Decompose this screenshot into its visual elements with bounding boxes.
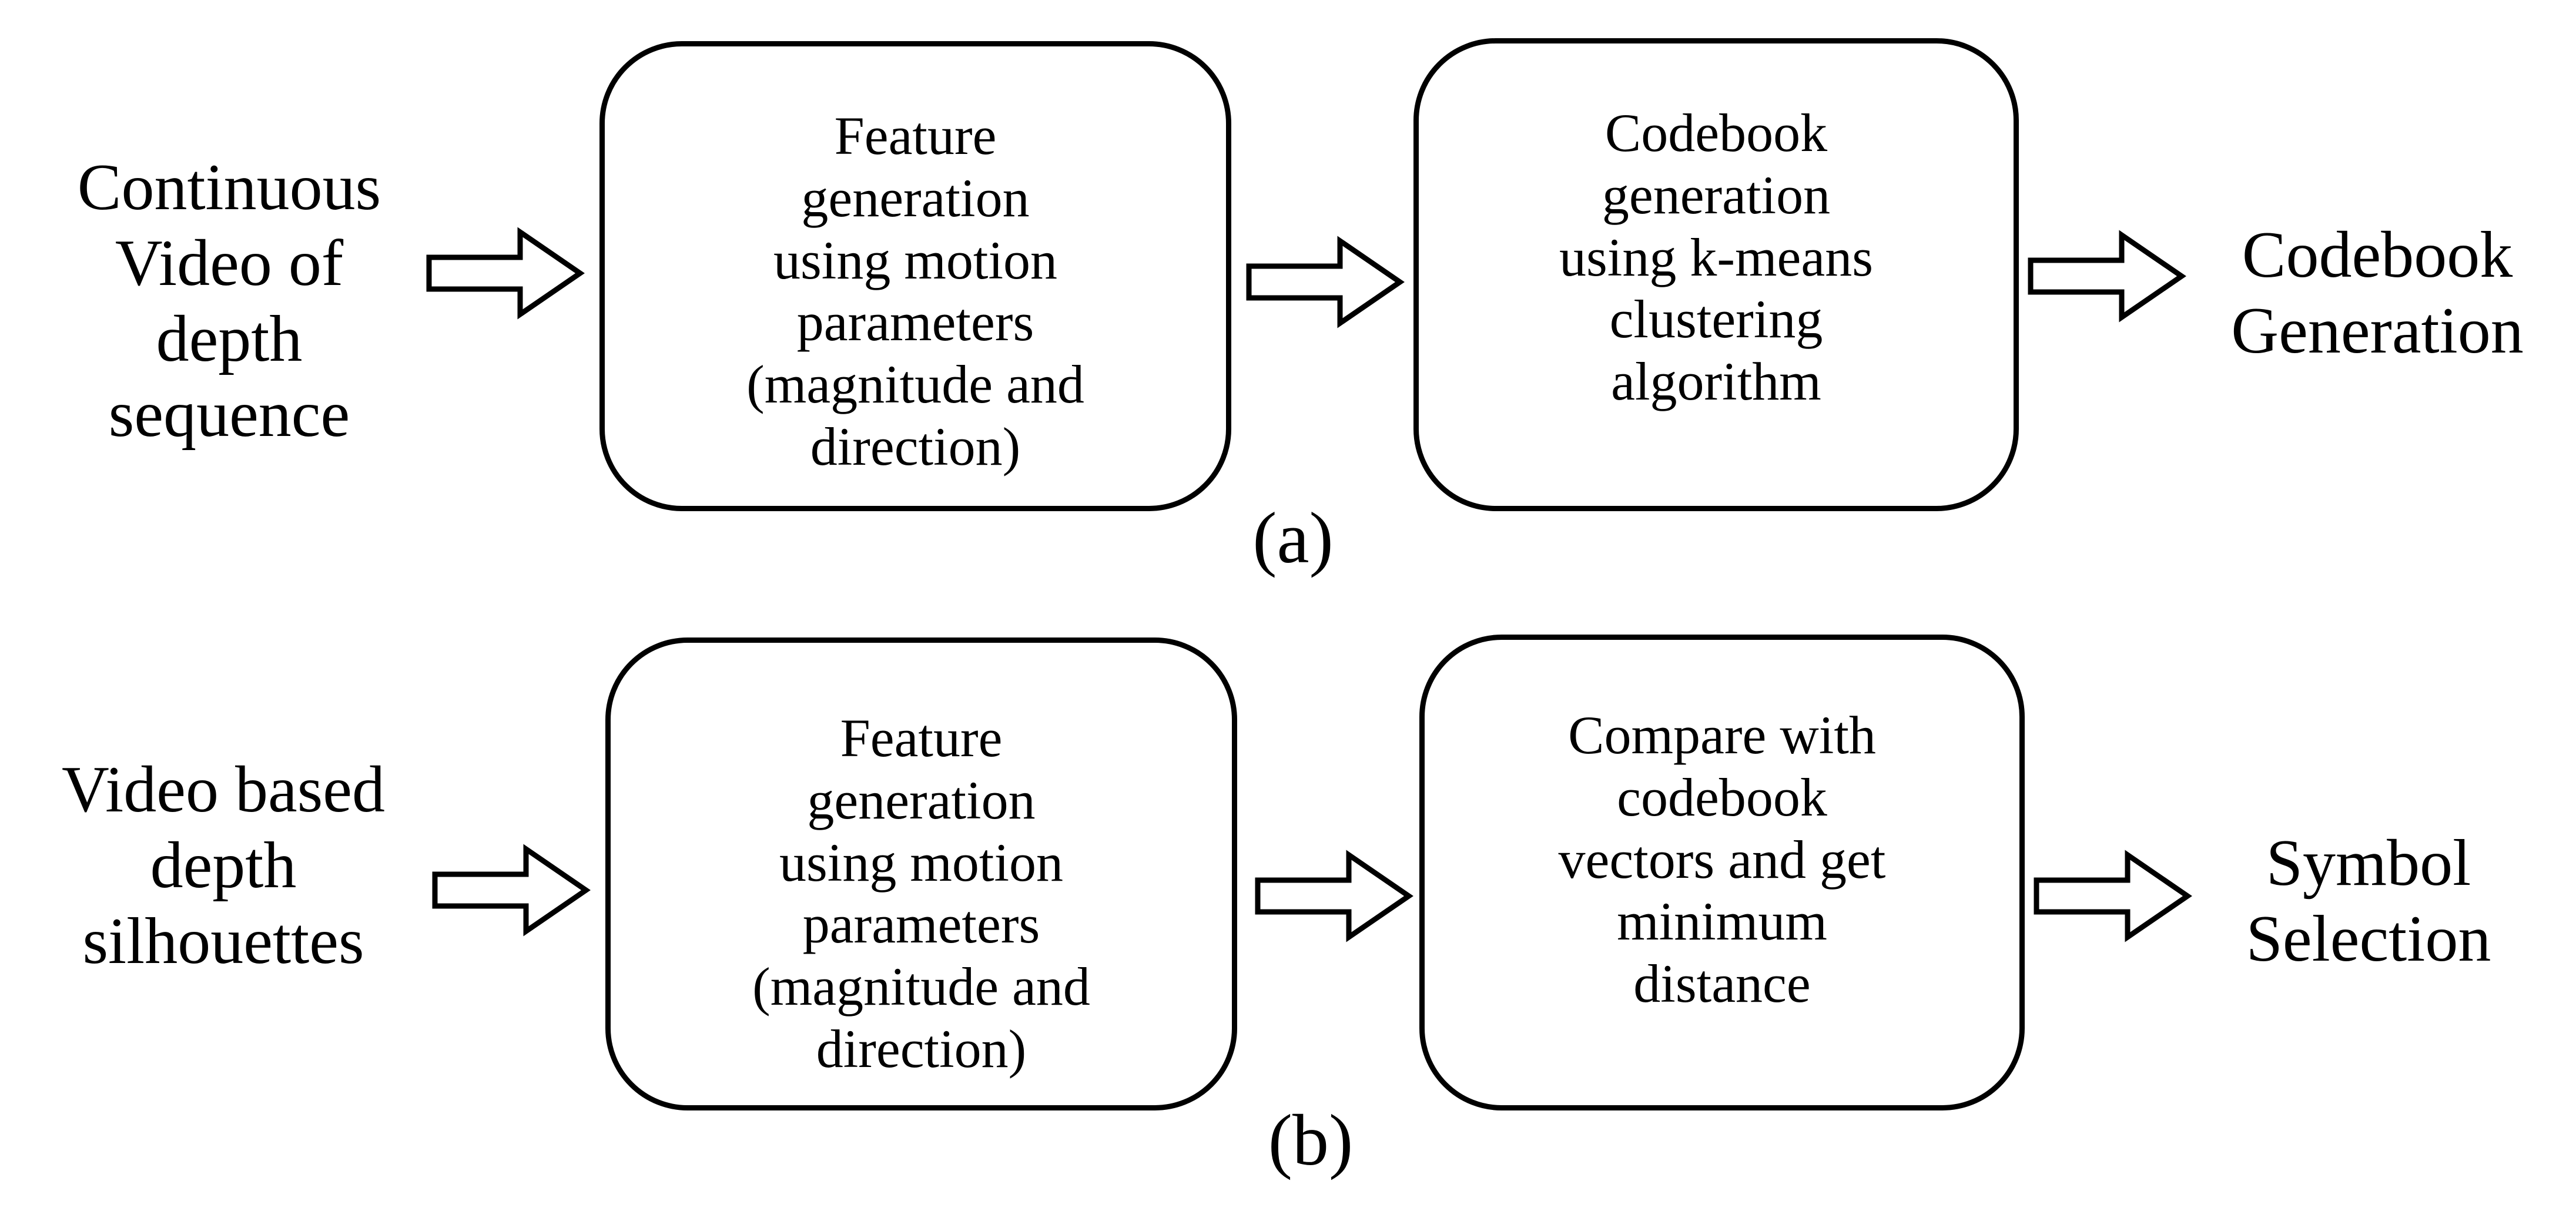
panel-b-output-text: Symbol Selection	[2246, 827, 2491, 975]
panel-b-label: (b)	[1268, 1100, 1354, 1180]
panel-a-codebook-text: Codebook generation using k-means cluste…	[1559, 103, 1874, 412]
arrow-a-1	[426, 227, 585, 320]
panel-a-feature-text: Feature generation using motion paramete…	[746, 106, 1084, 477]
arrow-b-2	[1255, 850, 1413, 942]
panel-b-compare-text: Compare with codebook vectors and get mi…	[1558, 705, 1886, 1014]
panel-a-output-text: Codebook Generation	[2231, 219, 2524, 367]
panel-a-codebook-box: Codebook generation using k-means cluste…	[1413, 38, 2019, 511]
panel-b-input-text: Video based depth silhouettes	[62, 753, 385, 978]
arrow-a-3	[2028, 230, 2186, 323]
panel-b-feature-box: Feature generation using motion paramete…	[605, 637, 1237, 1110]
arrow-a-2	[1246, 236, 1405, 328]
panel-b-feature-text: Feature generation using motion paramete…	[752, 708, 1090, 1079]
arrow-b-1	[432, 844, 591, 937]
panel-b-compare-box: Compare with codebook vectors and get mi…	[1419, 635, 2025, 1110]
panel-a-feature-box: Feature generation using motion paramete…	[599, 41, 1231, 511]
panel-a-input-text: Continuous Video of depth sequence	[77, 151, 381, 451]
panel-a-label: (a)	[1252, 498, 1334, 578]
arrow-b-3	[2034, 850, 2192, 942]
